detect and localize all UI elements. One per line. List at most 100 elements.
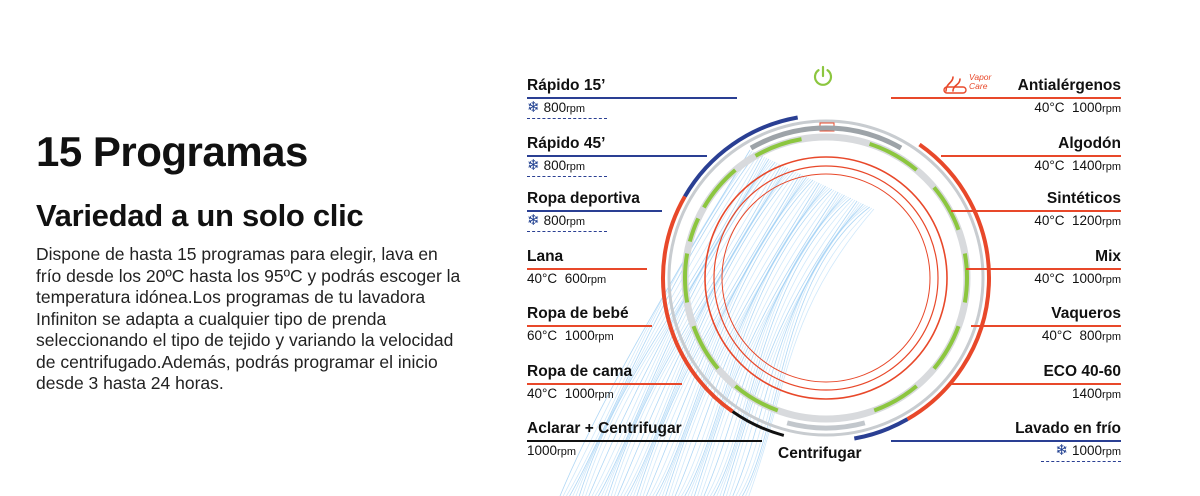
bottom-band (786, 420, 866, 431)
program-divider (941, 155, 1121, 157)
snowflake-icon: ❄ (527, 99, 540, 116)
program-specs: ❄800rpm (527, 99, 605, 118)
program-name: Lavado en frío (1015, 420, 1121, 437)
rpm-unit: rpm (566, 216, 586, 228)
program-item[interactable]: Ropa deportiva❄800rpm (527, 189, 640, 231)
rpm-unit: rpm (594, 331, 614, 343)
program-divider (527, 268, 647, 270)
temperature-programs-arc-right (906, 142, 991, 421)
program-item[interactable]: ECO 40-60 1400rpm (1043, 362, 1121, 404)
drum-ring (704, 156, 948, 400)
program-divider (966, 268, 1121, 270)
program-divider (527, 325, 652, 327)
program-name: ECO 40-60 (1043, 363, 1121, 380)
page-subtitle: Variedad a un solo clic (36, 198, 364, 233)
program-divider (527, 440, 762, 442)
cold-programs-arc (683, 115, 799, 198)
program-item[interactable]: Mix 40°C 1000rpm (1034, 247, 1121, 289)
program-name: Mix (1095, 248, 1121, 265)
rpm-unit: rpm (1102, 274, 1121, 286)
program-marker (683, 253, 690, 303)
program-rpm: 800 (543, 100, 567, 115)
program-marker (962, 253, 969, 303)
description: Dispone de hasta 15 programas para elegi… (36, 244, 461, 393)
program-specs: 40°C 1000rpm (527, 385, 632, 404)
program-marker (702, 168, 737, 209)
program-item[interactable]: Ropa de cama 40°C 1000rpm (527, 362, 632, 404)
program-rpm: 600 (564, 271, 588, 286)
program-specs: 40°C 1200rpm (1034, 212, 1121, 231)
program-rpm: 800 (1079, 328, 1103, 343)
rpm-unit: rpm (557, 446, 576, 458)
program-divider (951, 383, 1121, 385)
program-name: Antialérgenos (1017, 77, 1121, 94)
program-specs: 1000rpm (527, 442, 682, 461)
program-marker (932, 325, 961, 370)
program-item[interactable]: Lavado en frío❄1000rpm (1015, 419, 1121, 461)
cold-programs-arc-right (853, 417, 909, 441)
rpm-unit: rpm (1102, 389, 1121, 401)
program-name: Algodón (1058, 135, 1121, 152)
program-item[interactable]: Vaqueros 40°C 800rpm (1042, 304, 1121, 346)
program-item[interactable]: Antialérgenos 40°C 1000rpm (1018, 76, 1121, 118)
program-temperature: 60°C (527, 328, 558, 343)
program-specs: 1400rpm (1043, 385, 1121, 404)
program-rpm: 1000 (1072, 443, 1103, 458)
rpm-unit: rpm (566, 161, 586, 173)
program-specs: 40°C 1000rpm (1034, 270, 1121, 289)
program-divider (527, 155, 707, 157)
rpm-unit: rpm (587, 274, 607, 286)
program-item[interactable]: Algodón 40°C 1400rpm (1034, 134, 1121, 176)
program-name: Rápido 45’ (527, 135, 606, 152)
snowflake-icon: ❄ (1055, 442, 1068, 459)
program-specs: ❄800rpm (527, 212, 640, 231)
rpm-unit: rpm (1102, 216, 1121, 228)
program-rpm: 1000 (1072, 271, 1103, 286)
program-item[interactable]: Rápido 15’ ❄800rpm (527, 76, 605, 118)
program-name: Lana (527, 248, 564, 265)
program-name: Ropa de cama (527, 363, 633, 380)
program-dash (527, 231, 607, 232)
program-divider (891, 97, 1121, 99)
page-title: 15 Programas (36, 128, 308, 175)
program-centrifugar[interactable]: Centrifugar (778, 445, 862, 462)
program-name: Vaqueros (1051, 305, 1121, 322)
program-specs: 60°C 1000rpm (527, 327, 629, 346)
program-item[interactable]: Rápido 45’ ❄800rpm (527, 134, 605, 176)
program-divider (527, 210, 662, 212)
program-temperature: 40°C (1034, 158, 1065, 173)
top-band (749, 125, 903, 151)
program-dash (527, 118, 607, 119)
program-name: Rápido 15’ (527, 77, 606, 94)
program-marker (691, 325, 720, 370)
rpm-unit: rpm (1102, 331, 1121, 343)
program-specs: 40°C 1000rpm (1018, 99, 1121, 118)
rinse-arc (731, 410, 785, 437)
water-illustration (559, 149, 875, 496)
program-temperature: 40°C (527, 386, 558, 401)
program-marker (754, 137, 802, 158)
program-rpm: 1000 (1072, 100, 1103, 115)
program-temperature: 40°C (1034, 213, 1065, 228)
rpm-unit: rpm (594, 389, 614, 401)
temperature-programs-arc-left (661, 195, 734, 414)
rpm-unit: rpm (1102, 103, 1121, 115)
program-rpm: 1400 (1072, 158, 1103, 173)
program-divider (971, 325, 1121, 327)
snowflake-icon: ❄ (527, 157, 540, 174)
rpm-unit: rpm (566, 103, 586, 115)
snowflake-icon: ❄ (527, 212, 540, 229)
program-rpm: 1400 (1072, 386, 1103, 401)
program-item[interactable]: Lana 40°C 600rpm (527, 247, 606, 289)
program-rpm: 1000 (564, 386, 595, 401)
program-divider (951, 210, 1121, 212)
program-specs: ❄800rpm (527, 157, 605, 176)
program-rpm: 1200 (1072, 213, 1103, 228)
power-icon[interactable] (811, 64, 835, 88)
program-specs: 40°C 600rpm (527, 270, 606, 289)
program-temperature: 40°C (1041, 328, 1072, 343)
program-specs: 40°C 1400rpm (1034, 157, 1121, 176)
